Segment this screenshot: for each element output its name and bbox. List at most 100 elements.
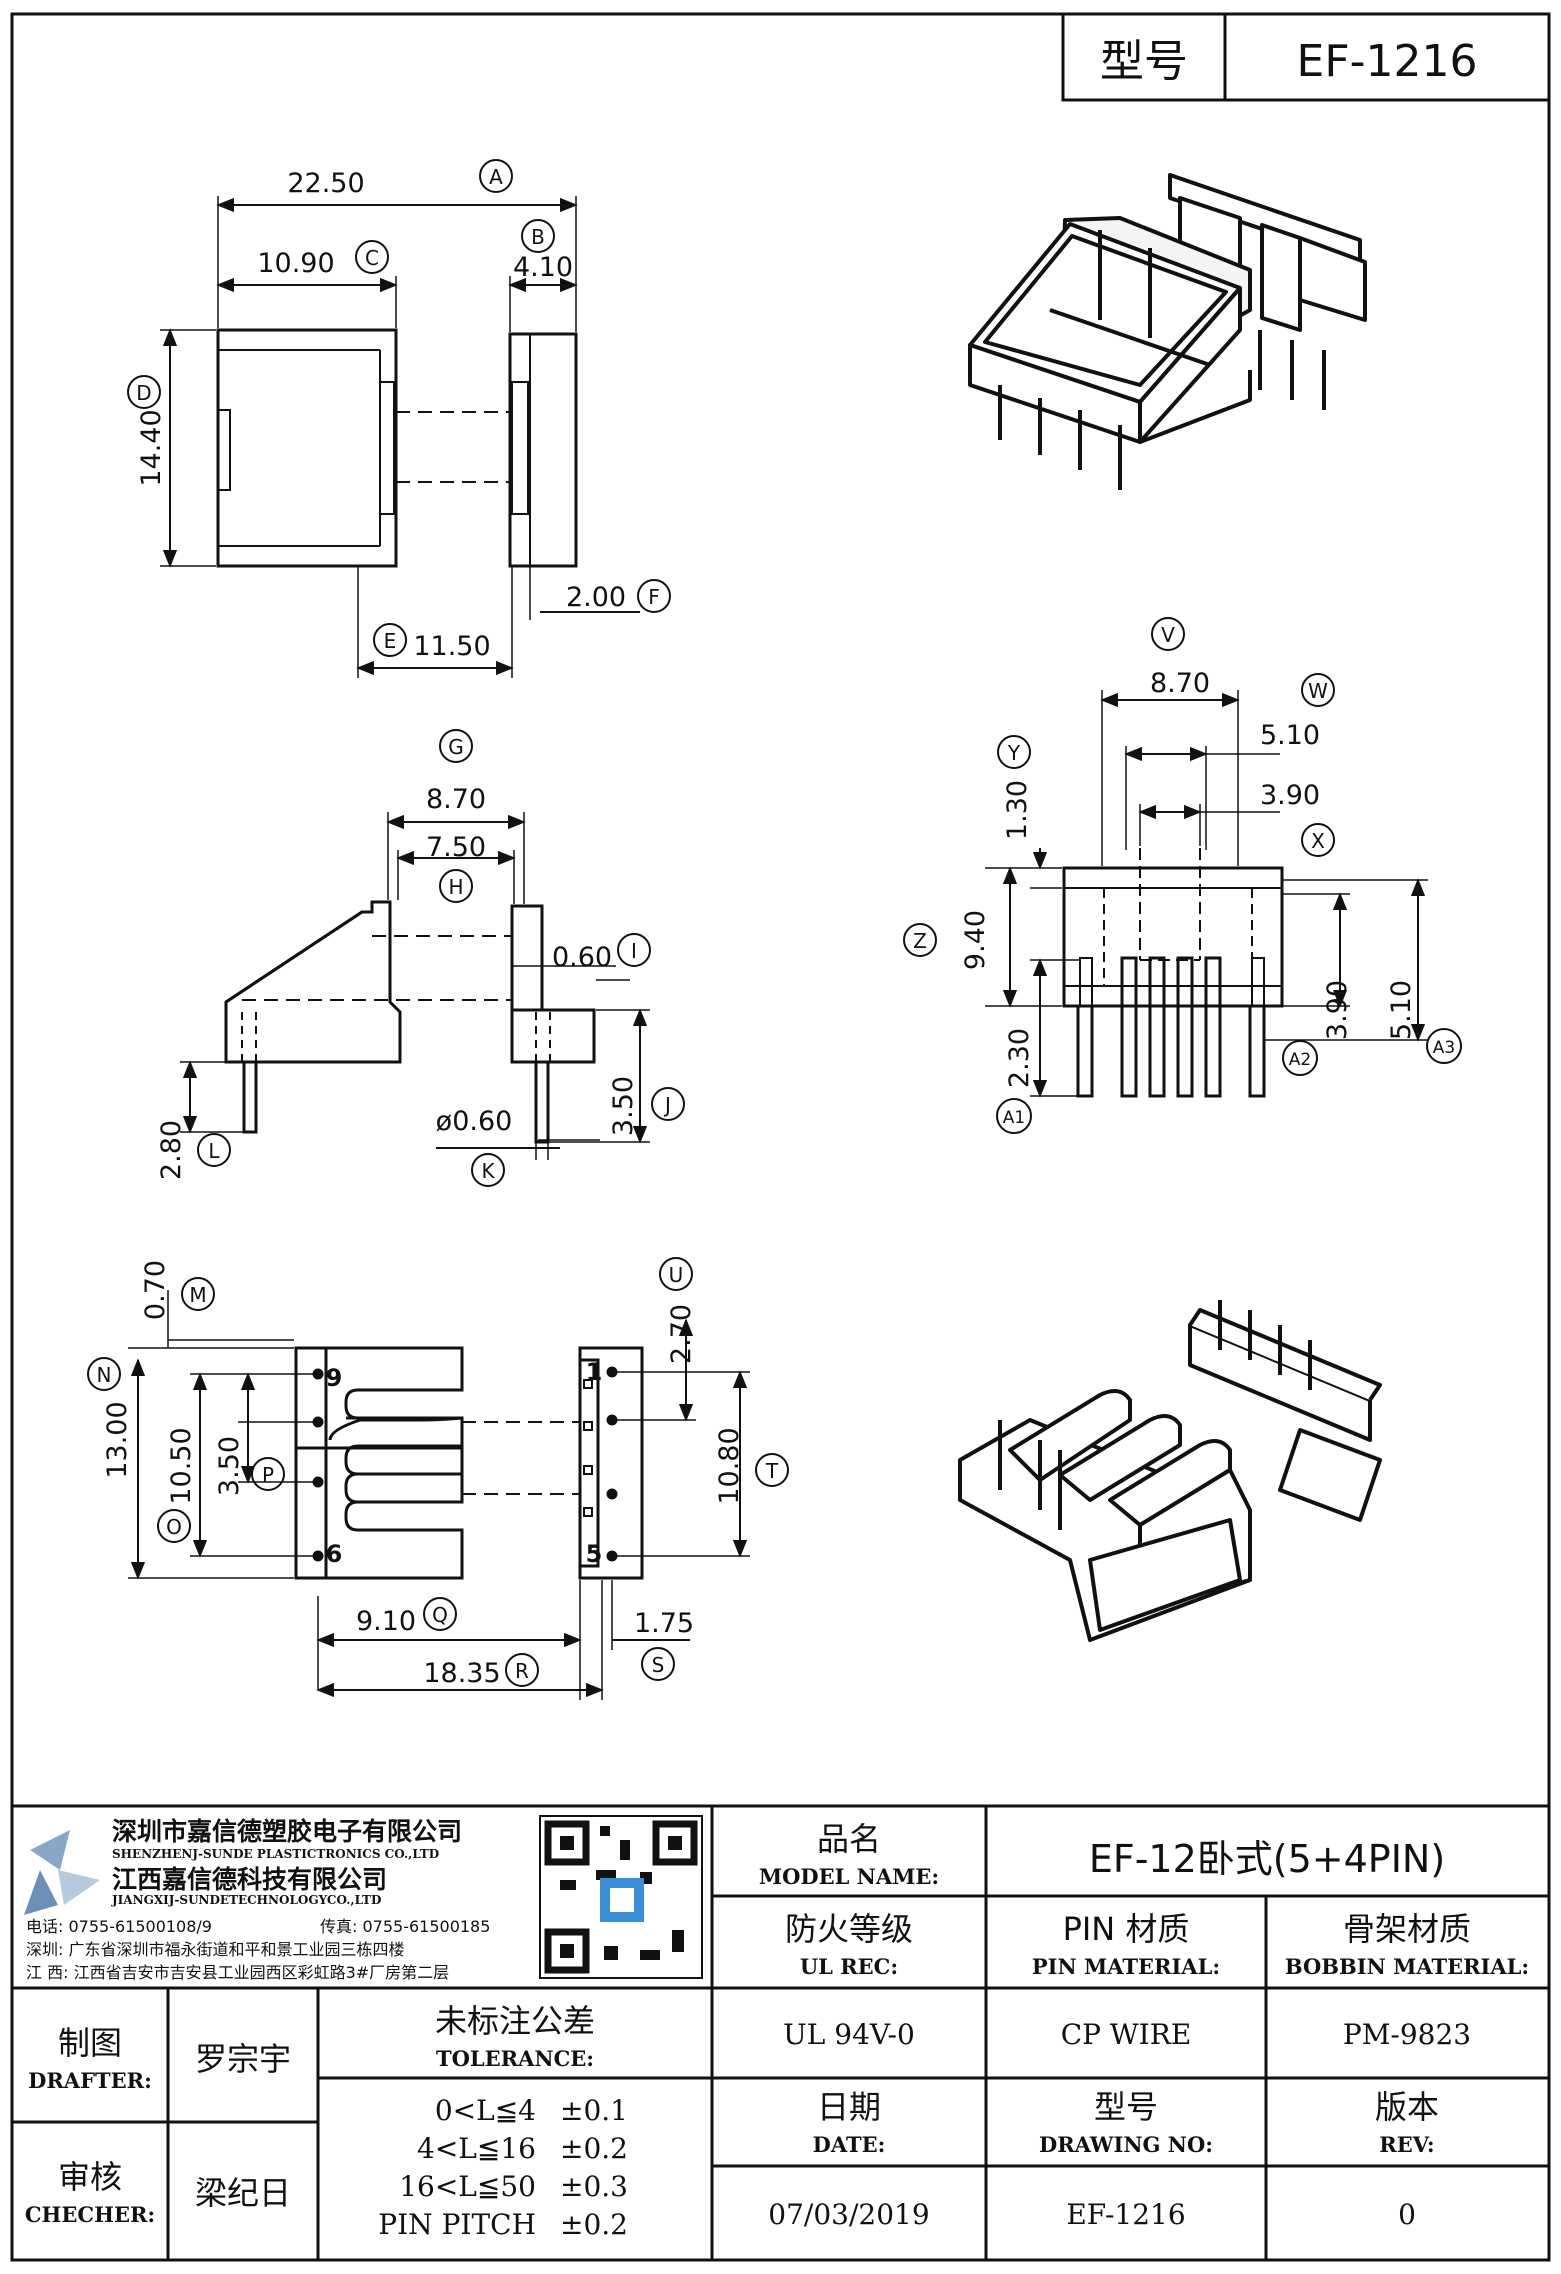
dim-f-value: 2.00 bbox=[566, 582, 626, 613]
dim-m-value: 0.70 bbox=[140, 1260, 171, 1320]
dim-w-tag: W bbox=[1308, 679, 1328, 703]
drafter-value: 罗宗宇 bbox=[195, 2040, 291, 2078]
dim-c-value: 10.90 bbox=[257, 248, 334, 279]
ul-value: UL 94V-0 bbox=[783, 2018, 915, 2051]
dim-h-value: 7.50 bbox=[426, 832, 486, 863]
company-address-shenzhen: 深圳: 广东省深圳市福永街道和平和景工业园三栋四楼 bbox=[26, 1940, 404, 1959]
dim-s-value: 1.75 bbox=[634, 1608, 694, 1639]
dim-d-tag: D bbox=[136, 381, 151, 405]
ul-label-cn: 防火等级 bbox=[785, 1910, 913, 1948]
drafter-label-cn: 制图 bbox=[58, 2024, 122, 2062]
dim-l-value: 2.80 bbox=[156, 1120, 187, 1180]
date-label-cn: 日期 bbox=[817, 2088, 881, 2126]
dim-d-value: 14.40 bbox=[136, 409, 167, 486]
dim-j-value: 3.50 bbox=[608, 1076, 639, 1136]
dim-a2-value: 3.90 bbox=[1322, 980, 1353, 1040]
dim-h-tag: H bbox=[448, 875, 463, 899]
bobbin-material-label-cn: 骨架材质 bbox=[1343, 1910, 1471, 1948]
end-view bbox=[985, 690, 1428, 1098]
dim-c-tag: C bbox=[365, 246, 379, 270]
dim-z-value: 9.40 bbox=[960, 910, 991, 970]
dim-b-value: 4.10 bbox=[513, 252, 573, 283]
dim-g-tag: G bbox=[448, 735, 464, 759]
iso-view-top bbox=[968, 173, 1367, 490]
dim-e-value: 11.50 bbox=[413, 631, 490, 662]
dim-g-value: 8.70 bbox=[426, 784, 486, 815]
ul-label-en: UL REC: bbox=[800, 1954, 898, 1979]
rev-label-cn: 版本 bbox=[1375, 2088, 1439, 2126]
tolerance-range-2: 4<L≦16 bbox=[417, 2132, 536, 2165]
dim-l-tag: L bbox=[208, 1139, 220, 1163]
sheet-border bbox=[10, 12, 1551, 2262]
dim-p-value: 3.50 bbox=[214, 1436, 245, 1496]
tolerance-label-en: TOLERANCE: bbox=[436, 2046, 594, 2071]
dim-n-value: 13.00 bbox=[102, 1401, 133, 1478]
dim-k-value: ø0.60 bbox=[436, 1106, 513, 1137]
dim-x-tag: X bbox=[1311, 829, 1325, 853]
dim-x-value: 3.90 bbox=[1260, 780, 1320, 811]
dim-a3-value: 5.10 bbox=[1386, 980, 1417, 1040]
dim-a1-tag: A1 bbox=[1003, 1108, 1025, 1128]
date-value: 07/03/2019 bbox=[768, 2198, 929, 2231]
bobbin-material-value: PM-9823 bbox=[1343, 2018, 1471, 2051]
company-fax: 传真: 0755-61500185 bbox=[320, 1917, 490, 1936]
dim-a2-tag: A2 bbox=[1289, 1050, 1311, 1070]
title-block bbox=[12, 1804, 1549, 2260]
company-cn-1: 深圳市嘉信德塑胶电子有限公司 bbox=[112, 1817, 462, 1846]
dim-t-tag: T bbox=[765, 1459, 779, 1483]
end-view-labels: V 8.70 W 5.10 3.90 X Y 1.30 Z 9.40 2.30 … bbox=[903, 617, 1462, 1134]
company-en-1: SHENZHENJ-SUNDE PLASTICTRONICS CO.,LTD bbox=[112, 1847, 439, 1861]
tolerance-value-2: ±0.2 bbox=[560, 2132, 628, 2165]
qr-code bbox=[539, 1815, 703, 1979]
pin-9-label: 9 bbox=[326, 1364, 343, 1392]
dim-r-value: 18.35 bbox=[423, 1658, 500, 1689]
tolerance-label-cn: 未标注公差 bbox=[435, 2002, 595, 2040]
title-block-text: 品名 MODEL NAME: EF-12卧式(5+4PIN) 防火等级 UL R… bbox=[25, 1820, 1529, 2241]
dim-p-tag: P bbox=[262, 1463, 274, 1487]
bottom-view-labels: 9 6 1 5 0.70 M N 13.00 10.50 O 3.50 P 9.… bbox=[87, 1257, 789, 1689]
checker-label-en: CHECHER: bbox=[25, 2202, 155, 2227]
pin-material-label-cn: PIN 材质 bbox=[1063, 1910, 1190, 1948]
dim-a-value: 22.50 bbox=[287, 168, 364, 199]
dim-o-value: 10.50 bbox=[166, 1427, 197, 1504]
header-model-label: 型号 bbox=[1100, 36, 1188, 87]
company-block: 深圳市嘉信德塑胶电子有限公司 SHENZHENJ-SUNDE PLASTICTR… bbox=[24, 1815, 703, 1982]
model-name-label-cn: 品名 bbox=[817, 1820, 881, 1858]
dim-k-tag: K bbox=[481, 1159, 495, 1183]
tolerance-range-4: PIN PITCH bbox=[378, 2208, 536, 2241]
drawing-no-label-cn: 型号 bbox=[1094, 2088, 1158, 2126]
header-model-value: EF-1216 bbox=[1297, 36, 1478, 87]
top-view bbox=[160, 196, 640, 678]
iso-view-bottom bbox=[958, 1300, 1382, 1642]
dim-j-tag: J bbox=[663, 1093, 671, 1117]
pin-6-label: 6 bbox=[326, 1540, 343, 1568]
bottom-view bbox=[128, 1290, 750, 1700]
dim-f-tag: F bbox=[648, 585, 660, 609]
bobbin-material-label-en: BOBBIN MATERIAL: bbox=[1285, 1954, 1529, 1979]
dim-v-value: 8.70 bbox=[1150, 668, 1210, 699]
company-phone: 电话: 0755-61500108/9 bbox=[26, 1917, 212, 1936]
dim-r-tag: R bbox=[515, 1659, 529, 1683]
drawing-no-value: EF-1216 bbox=[1066, 2198, 1185, 2231]
dim-w-value: 5.10 bbox=[1260, 720, 1320, 751]
dim-v-tag: V bbox=[1161, 623, 1175, 647]
dim-y-tag: Y bbox=[1007, 741, 1021, 765]
pin-1-label: 1 bbox=[586, 1358, 603, 1386]
dim-s-tag: S bbox=[652, 1653, 665, 1677]
checker-value: 梁纪日 bbox=[195, 2174, 291, 2212]
tolerance-range-1: 0<L≦4 bbox=[435, 2094, 536, 2127]
side-view bbox=[180, 812, 650, 1160]
date-label-en: DATE: bbox=[813, 2132, 886, 2157]
dim-q-tag: Q bbox=[432, 1603, 448, 1627]
pin-material-label-en: PIN MATERIAL: bbox=[1032, 1954, 1220, 1979]
dim-u-tag: U bbox=[669, 1263, 684, 1287]
dim-e-tag: E bbox=[384, 629, 397, 653]
rev-value: 0 bbox=[1398, 2198, 1416, 2231]
model-name-label-en: MODEL NAME: bbox=[759, 1864, 939, 1889]
top-view-labels: 22.50 A 10.90 C B 4.10 D 14.40 E 11.50 2… bbox=[127, 159, 671, 662]
dim-i-tag: I bbox=[631, 939, 637, 963]
dim-t-value: 10.80 bbox=[714, 1427, 745, 1504]
pin-5-label: 5 bbox=[586, 1540, 603, 1568]
drawing-no-label-en: DRAWING NO: bbox=[1039, 2132, 1213, 2157]
